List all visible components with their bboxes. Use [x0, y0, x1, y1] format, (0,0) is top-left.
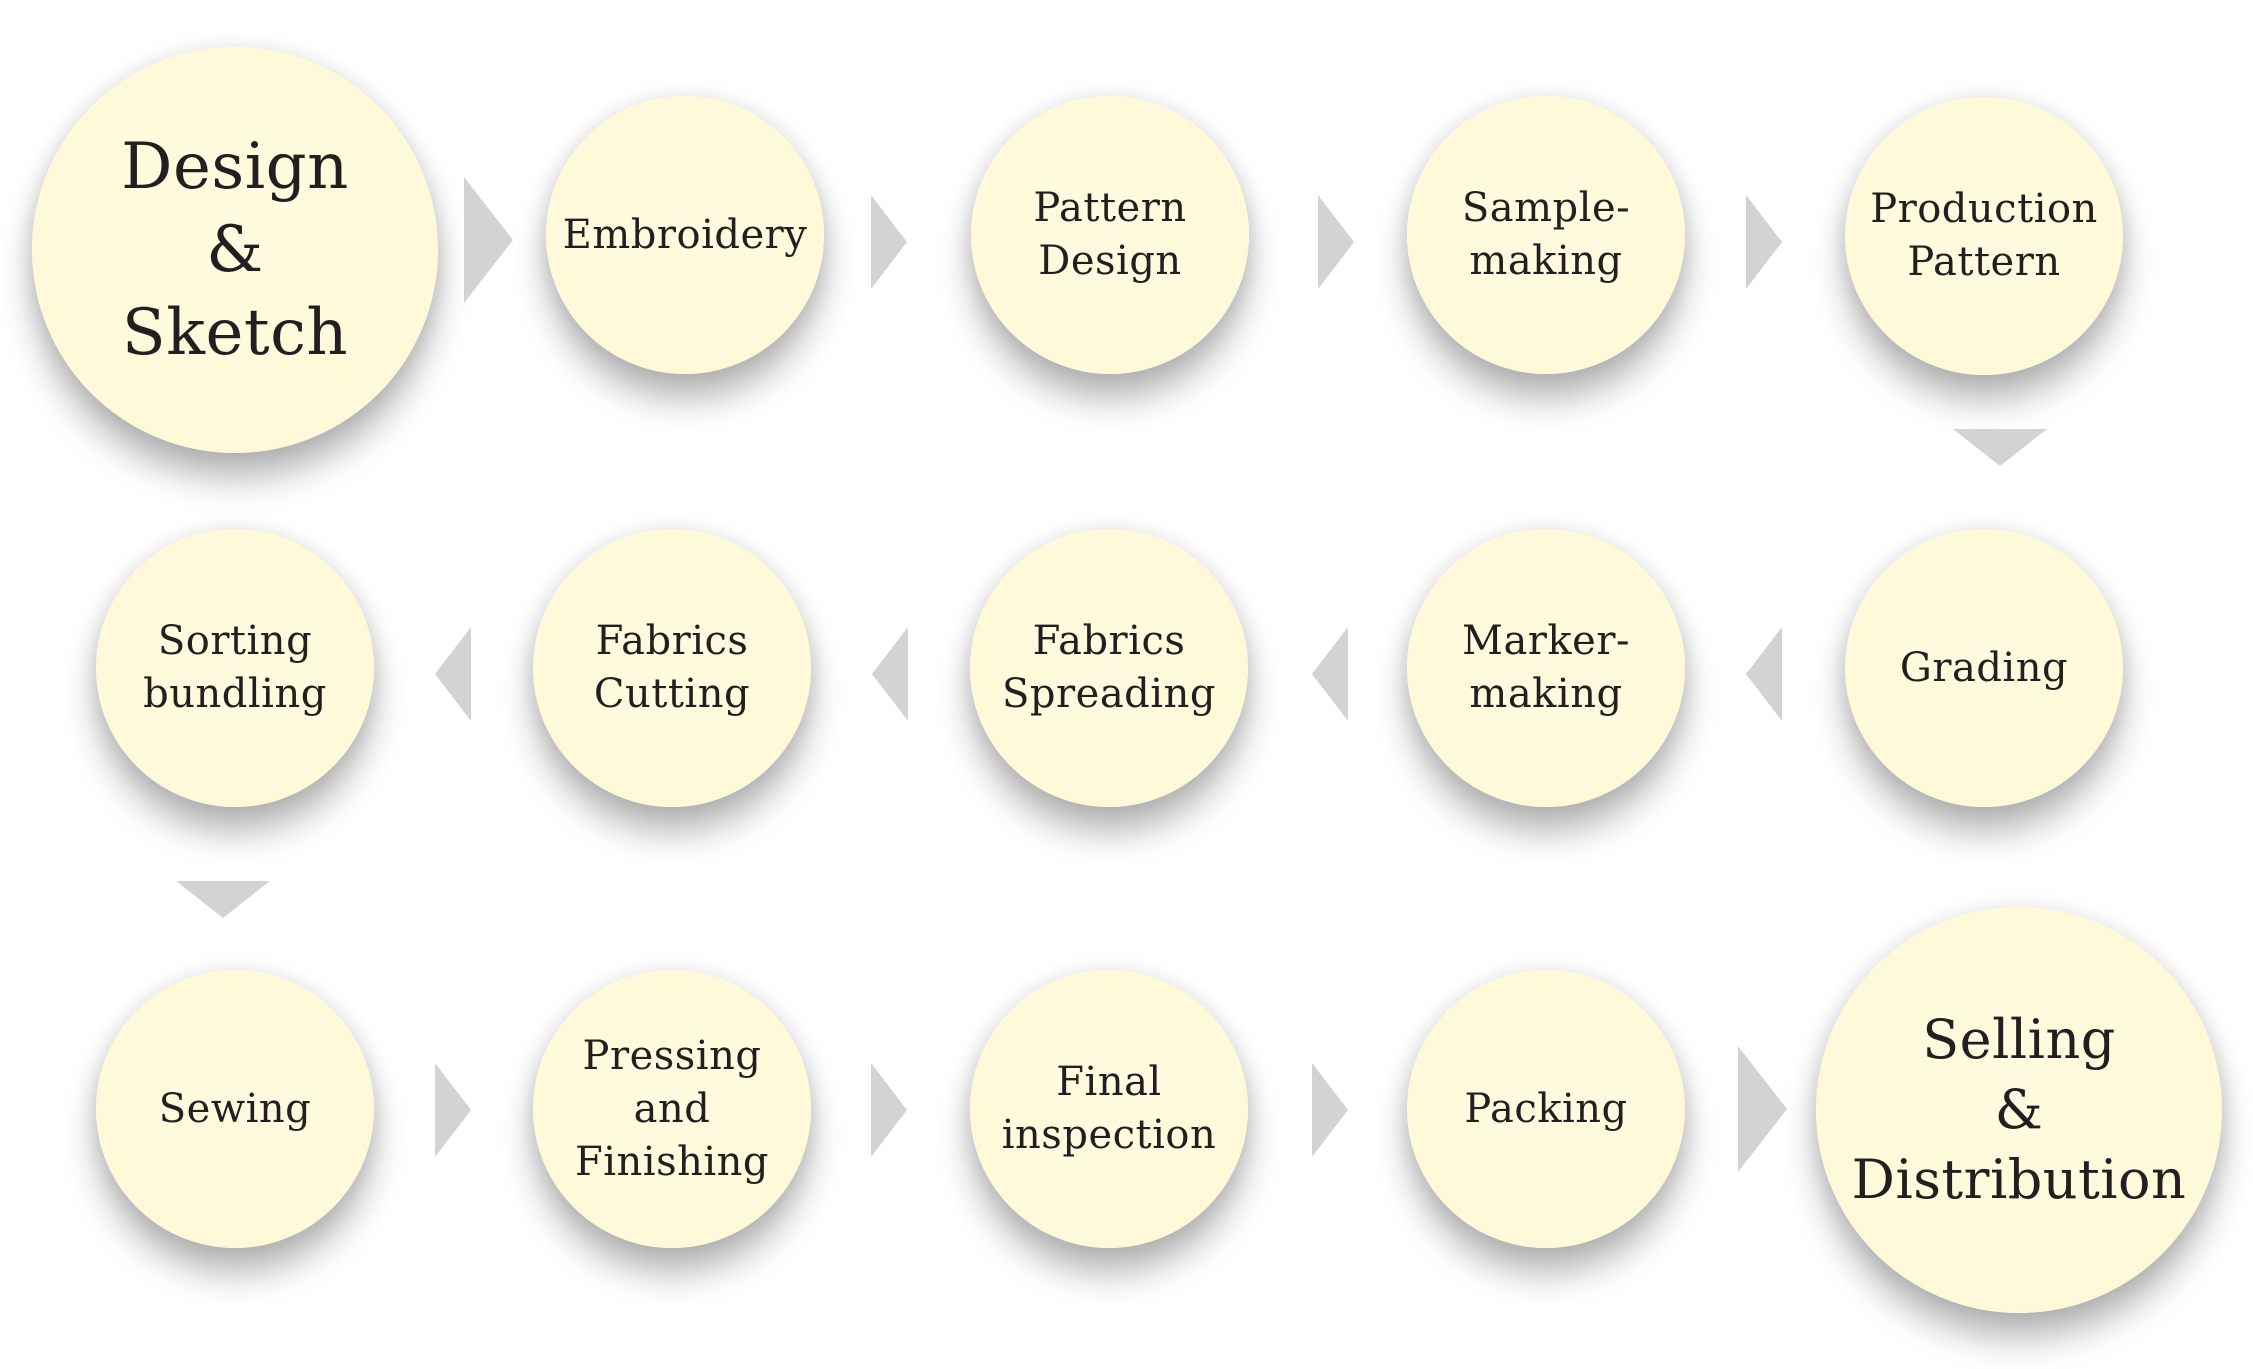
node-label: Sorting bundling	[143, 618, 327, 717]
arrow-right-icon	[464, 177, 513, 303]
arrow-right-icon	[435, 1063, 471, 1157]
node-grading: Grading	[1845, 529, 2123, 807]
arrow-left-icon	[435, 627, 471, 721]
arrow-left-icon	[1312, 627, 1348, 721]
arrow-right-icon	[1318, 195, 1354, 289]
arrow-down-icon	[176, 881, 270, 918]
arrow-left-icon	[1746, 627, 1782, 721]
node-label: Grading	[1899, 644, 2069, 691]
node-label: Fabrics Cutting	[593, 618, 751, 717]
arrow-right-icon	[1738, 1046, 1787, 1172]
arrow-right-icon	[1312, 1063, 1348, 1157]
node-embroidery: Embroidery	[546, 96, 824, 374]
arrow-left-icon	[872, 627, 908, 721]
node-fabrics-cutting: Fabrics Cutting	[533, 529, 811, 807]
node-label: Production Pattern	[1870, 186, 2098, 285]
node-fabrics-spreading: Fabrics Spreading	[970, 529, 1248, 807]
node-production-pattern: Production Pattern	[1845, 97, 2123, 375]
node-final-inspection: Final inspection	[970, 970, 1248, 1248]
node-label: Marker- making	[1462, 618, 1630, 717]
node-marker-making: Marker- making	[1407, 529, 1685, 807]
node-pattern-design: Pattern Design	[971, 96, 1249, 374]
node-label: Packing	[1464, 1085, 1628, 1132]
arrow-right-icon	[871, 195, 907, 289]
arrow-right-icon	[1746, 195, 1782, 289]
node-design-sketch: Design & Sketch	[32, 47, 438, 453]
node-label: Design & Sketch	[121, 129, 349, 370]
node-sorting-bundling: Sorting bundling	[96, 529, 374, 807]
node-sewing: Sewing	[96, 970, 374, 1248]
node-sample-making: Sample- making	[1407, 96, 1685, 374]
node-label: Fabrics Spreading	[1002, 618, 1216, 717]
node-label: Sample- making	[1461, 185, 1631, 284]
node-label: Pressing and Finishing	[574, 1032, 770, 1185]
arrow-down-icon	[1953, 429, 2047, 466]
node-label: Selling & Distribution	[1851, 1008, 2187, 1211]
node-selling-distribution: Selling & Distribution	[1816, 907, 2222, 1313]
node-label: Final inspection	[1001, 1059, 1217, 1158]
node-packing: Packing	[1407, 970, 1685, 1248]
node-label: Embroidery	[562, 211, 808, 258]
node-label: Pattern Design	[1033, 185, 1187, 284]
node-pressing-finishing: Pressing and Finishing	[533, 970, 811, 1248]
node-label: Sewing	[158, 1085, 312, 1132]
arrow-right-icon	[871, 1063, 907, 1157]
